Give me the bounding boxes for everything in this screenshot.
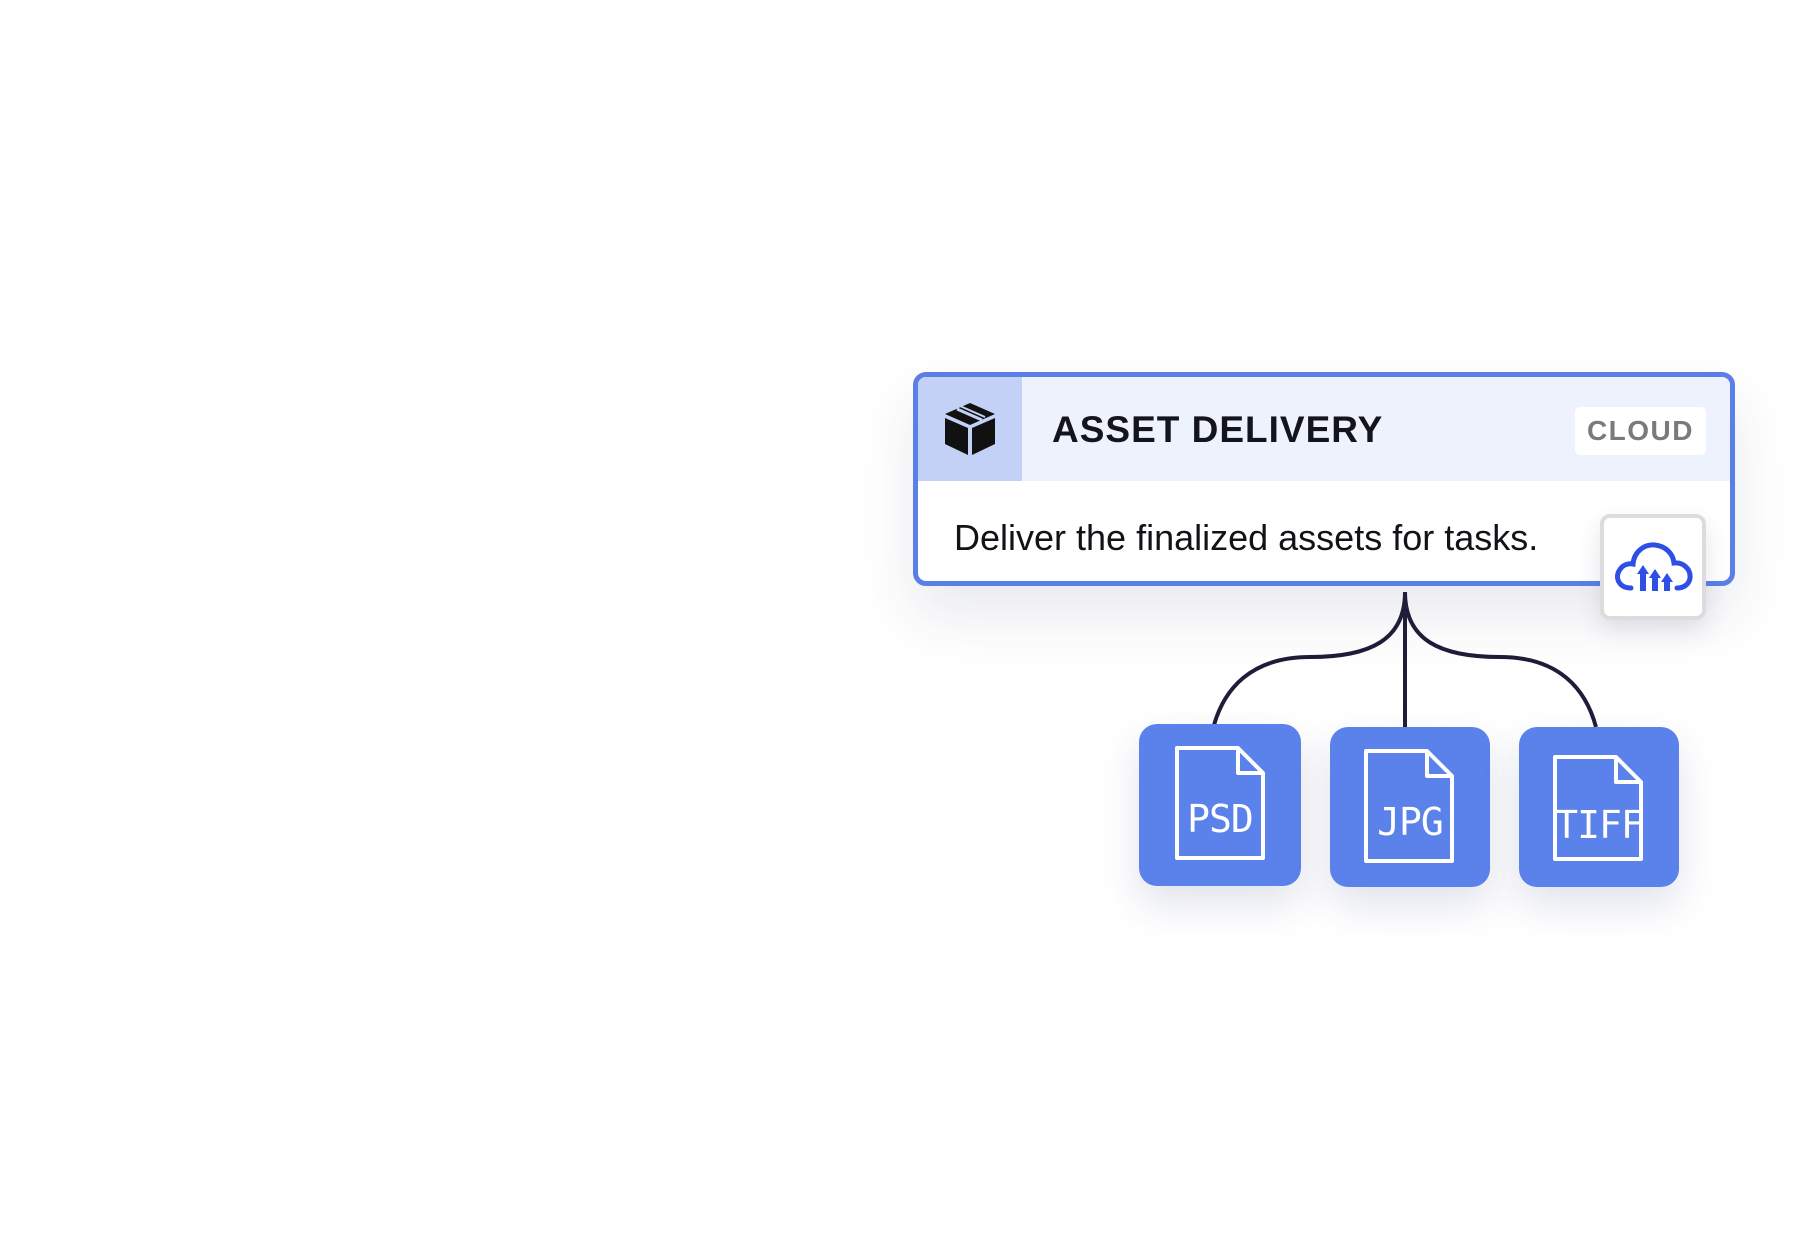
file-label-tiff: TIFF	[1555, 803, 1644, 847]
card-description: Deliver the finalized assets for tasks.	[954, 517, 1539, 558]
cloud-badge: CLOUD	[1574, 407, 1706, 455]
connector-psd	[1212, 591, 1407, 726]
asset-delivery-card[interactable]: ASSET DELIVERY CLOUD Deliver the finaliz…	[913, 372, 1735, 586]
file-tile-jpg[interactable]: JPG	[1330, 727, 1490, 887]
file-icon	[1175, 746, 1265, 860]
header-icon-box	[918, 377, 1022, 481]
card-title: ASSET DELIVERY	[1052, 409, 1384, 450]
package-box-icon	[945, 403, 995, 455]
connector-tiff	[1403, 591, 1598, 728]
file-icon	[1553, 755, 1643, 861]
file-tile-psd[interactable]: PSD	[1139, 724, 1301, 886]
file-label-psd: PSD	[1187, 797, 1254, 841]
cloud-upload-icon	[1615, 542, 1693, 591]
file-label-jpg: JPG	[1377, 800, 1444, 844]
cloud-upload-button[interactable]	[1600, 514, 1706, 620]
file-icon	[1364, 749, 1454, 863]
card-header: ASSET DELIVERY CLOUD	[918, 377, 1730, 481]
file-tile-tiff[interactable]: TIFF	[1519, 727, 1679, 887]
